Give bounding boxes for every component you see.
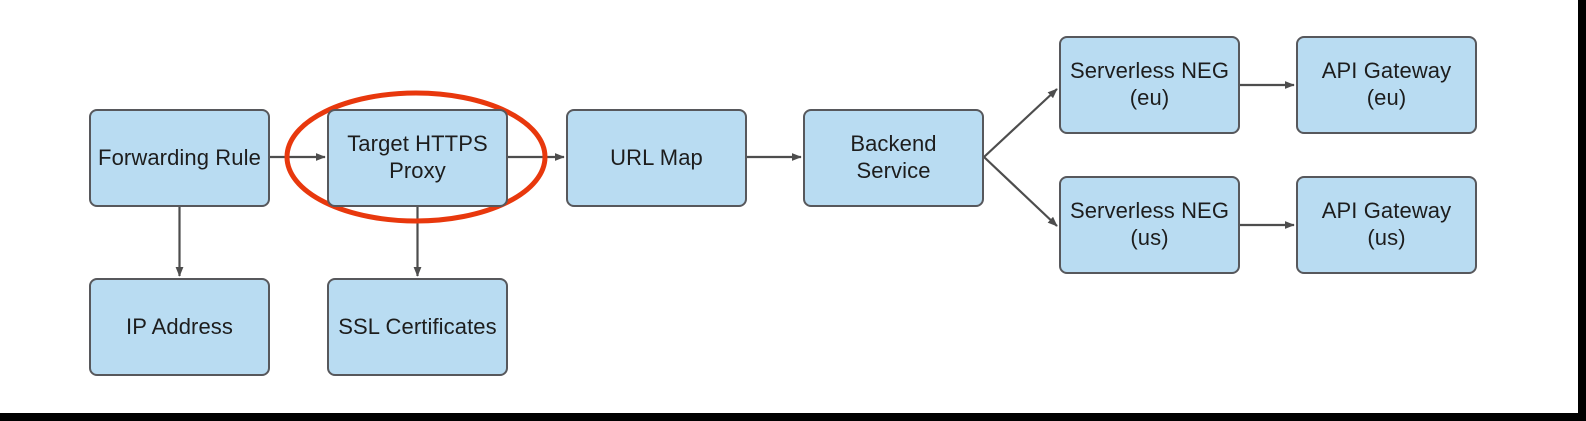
node-serverless-neg-us[interactable]: Serverless NEG (us) bbox=[1059, 176, 1240, 274]
edge-backend-service-to-serverless-neg-us bbox=[983, 156, 1058, 227]
node-ip-address[interactable]: IP Address bbox=[89, 278, 270, 376]
node-url-map-label: URL Map bbox=[610, 144, 703, 170]
right-frame-bar bbox=[1578, 0, 1586, 421]
node-url-map[interactable]: URL Map bbox=[566, 109, 747, 207]
node-serverless-neg-eu-label: Serverless NEG (eu) bbox=[1069, 58, 1230, 110]
node-backend-service-label: Backend Service bbox=[850, 131, 937, 183]
node-target-https-proxy-label: Target HTTPS Proxy bbox=[347, 131, 488, 183]
node-forwarding-rule[interactable]: Forwarding Rule bbox=[89, 109, 270, 207]
node-api-gateway-us-label: API Gateway (us) bbox=[1321, 198, 1452, 250]
node-forwarding-rule-label: Forwarding Rule bbox=[98, 144, 261, 170]
node-api-gateway-eu[interactable]: API Gateway (eu) bbox=[1296, 36, 1477, 134]
node-ip-address-label: IP Address bbox=[126, 313, 233, 339]
bottom-frame-bar bbox=[0, 413, 1586, 421]
node-serverless-neg-us-label: Serverless NEG (us) bbox=[1069, 198, 1230, 250]
node-api-gateway-eu-label: API Gateway (eu) bbox=[1321, 58, 1452, 110]
node-ssl-certificates[interactable]: SSL Certificates bbox=[327, 278, 508, 376]
node-target-https-proxy[interactable]: Target HTTPS Proxy bbox=[327, 109, 508, 207]
node-api-gateway-us[interactable]: API Gateway (us) bbox=[1296, 176, 1477, 274]
node-serverless-neg-eu[interactable]: Serverless NEG (eu) bbox=[1059, 36, 1240, 134]
node-backend-service[interactable]: Backend Service bbox=[803, 109, 984, 207]
node-ssl-certificates-label: SSL Certificates bbox=[338, 313, 497, 339]
edge-backend-service-to-serverless-neg-eu bbox=[983, 88, 1058, 158]
highlight-ellipse-target-https-proxy bbox=[284, 90, 548, 224]
